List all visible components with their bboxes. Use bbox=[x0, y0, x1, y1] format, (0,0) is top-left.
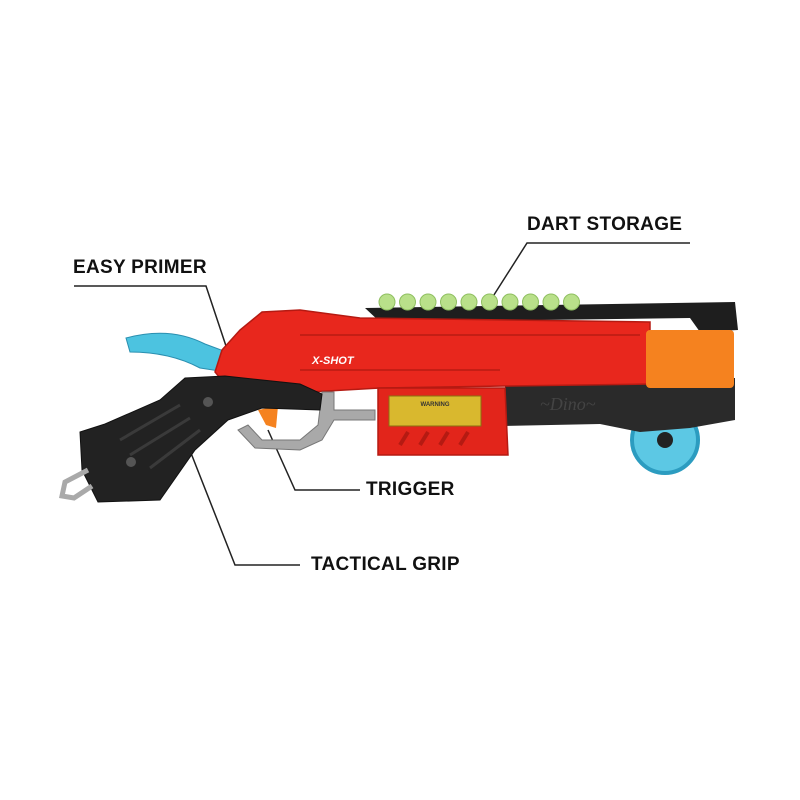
dart bbox=[440, 293, 457, 311]
dart bbox=[542, 293, 560, 311]
barrel-embossing: ~Dino~ bbox=[540, 394, 596, 414]
label-easy-primer: EASY PRIMER bbox=[73, 257, 207, 278]
main-body bbox=[214, 309, 651, 393]
dart bbox=[399, 293, 416, 311]
trigger-guard bbox=[237, 391, 376, 451]
leader-line-tactical-grip bbox=[177, 419, 300, 566]
top-rail bbox=[365, 302, 738, 332]
xshot-logo: X-SHOT bbox=[311, 355, 355, 367]
trigger bbox=[258, 406, 278, 428]
lower-barrel bbox=[505, 378, 735, 432]
grip-texture bbox=[119, 403, 201, 470]
leader-line-dart-storage bbox=[491, 242, 690, 299]
leader-line-trigger bbox=[267, 429, 360, 491]
grip-screw bbox=[126, 457, 136, 467]
dart bbox=[378, 293, 396, 311]
barrel-tip bbox=[646, 330, 734, 388]
dart-box-vents bbox=[398, 430, 470, 447]
dart bbox=[481, 293, 498, 311]
tactical-grip bbox=[79, 375, 323, 503]
warning-text: WARNING bbox=[421, 402, 450, 408]
dart bbox=[501, 293, 519, 311]
dart bbox=[460, 293, 478, 311]
label-dart-storage: DART STORAGE bbox=[527, 214, 683, 235]
wheel-hub bbox=[657, 432, 673, 448]
grip-screw bbox=[203, 397, 213, 407]
dart bbox=[563, 293, 580, 311]
leader-line-easy-primer bbox=[74, 285, 229, 353]
label-tactical-grip: TACTICAL GRIP bbox=[311, 554, 460, 575]
warning-plate bbox=[388, 395, 482, 427]
dart bbox=[522, 293, 539, 311]
dart bbox=[419, 293, 437, 311]
stock-loop bbox=[59, 467, 94, 501]
dart-storage-darts bbox=[378, 293, 580, 311]
label-trigger: TRIGGER bbox=[366, 479, 455, 500]
